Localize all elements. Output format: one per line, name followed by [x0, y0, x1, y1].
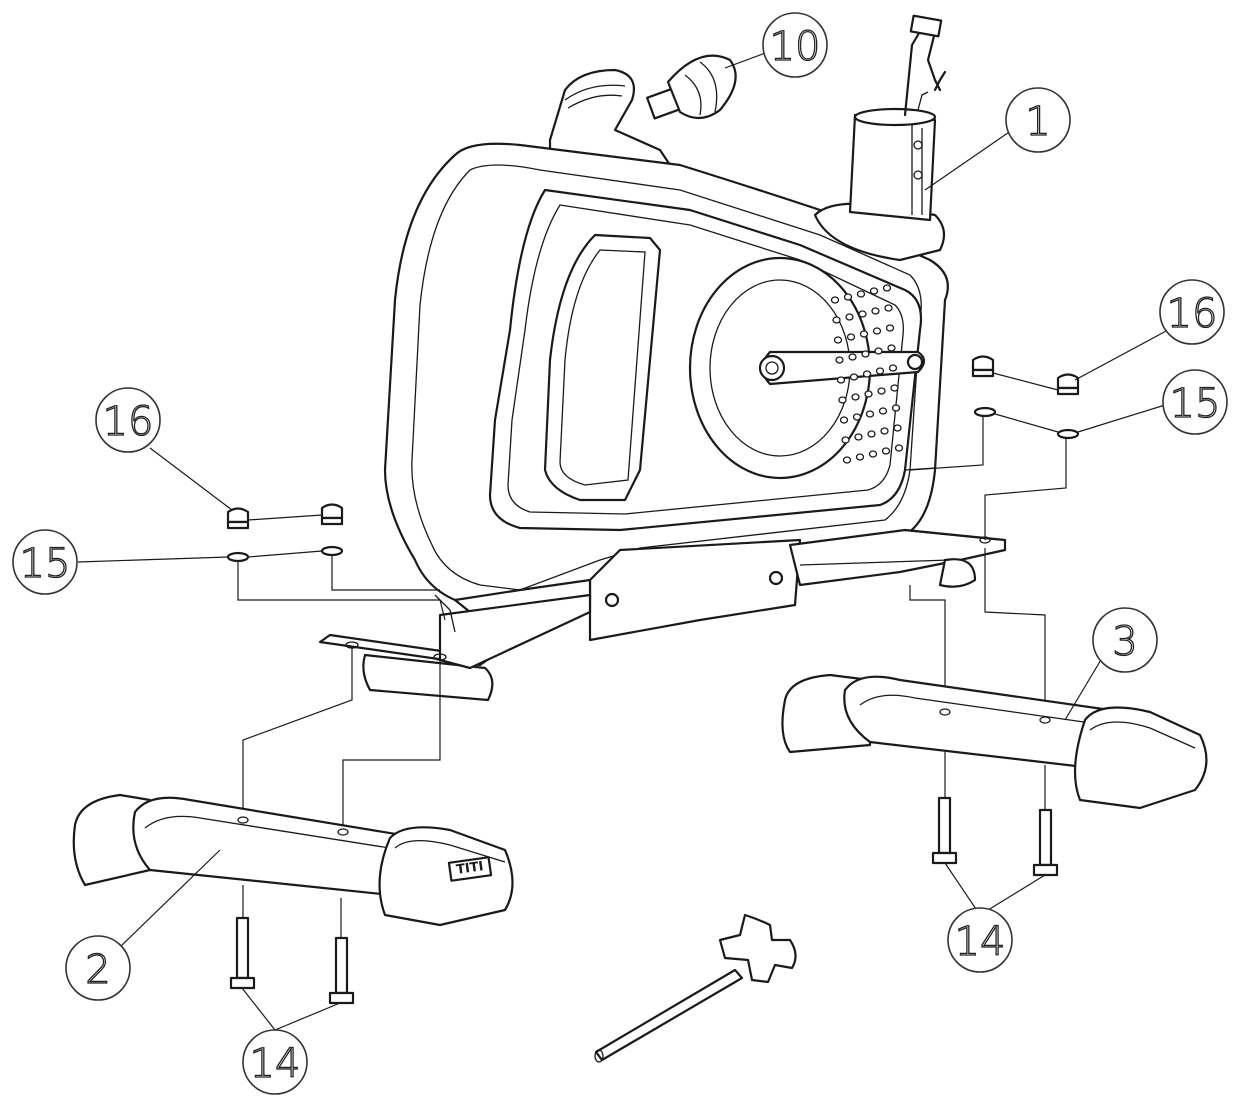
vent-hole [835, 356, 844, 364]
vent-hole [852, 413, 862, 421]
vent-hole [881, 447, 891, 455]
vent-hole [893, 424, 902, 432]
vent-hole [861, 350, 870, 358]
callout-1: 1 [1005, 87, 1071, 153]
vent-hole [851, 393, 860, 401]
callout-10: 10 [762, 12, 828, 78]
callout-3-label: 3 [1112, 619, 1137, 665]
vent-hole [868, 450, 878, 458]
bolts-right [931, 752, 1059, 877]
main-frame [318, 14, 1007, 702]
vent-hole [891, 404, 901, 412]
vent-hole [854, 433, 863, 441]
vent-hole [836, 376, 846, 384]
vent-hole [864, 390, 873, 398]
callout-15-right: 15 [1162, 369, 1228, 435]
vent-hole [865, 410, 875, 418]
callout-14-right-label: 14 [955, 919, 1006, 965]
callout-2: 2 [65, 935, 131, 1001]
callout-15-right-label: 15 [1170, 381, 1221, 427]
vent-hole [856, 290, 866, 298]
bolts-left [229, 885, 355, 1005]
vent-grille [830, 284, 904, 464]
callout-16-right-label: 16 [1167, 291, 1218, 337]
callout-16-left: 16 [95, 387, 161, 453]
vent-hole [888, 364, 898, 372]
callout-15-left: 15 [12, 529, 78, 595]
vent-hole [849, 373, 859, 381]
vent-hole [832, 316, 841, 324]
vent-hole [878, 407, 888, 415]
vent-hole [877, 387, 886, 395]
vent-hole [875, 367, 885, 375]
vent-hole [887, 344, 896, 352]
vent-hole [859, 330, 869, 338]
vent-hole [848, 353, 857, 361]
vent-hole [842, 456, 852, 464]
vent-hole [843, 293, 853, 301]
vent-hole [830, 296, 840, 304]
vent-hole [833, 336, 843, 344]
vent-hole [885, 324, 895, 332]
vent-hole [855, 453, 865, 461]
callout-16-right: 16 [1159, 279, 1225, 345]
callout-2-label: 2 [85, 947, 110, 993]
vent-hole [884, 304, 893, 312]
callout-14-left: 14 [242, 1029, 308, 1095]
vent-hole [846, 333, 856, 341]
callout-14-right: 14 [947, 907, 1013, 973]
vent-hole [869, 287, 879, 295]
vent-hole [839, 416, 849, 424]
vent-hole [862, 370, 872, 378]
stabilizer-logo: TITI [455, 859, 484, 878]
callout-10-label: 10 [770, 24, 821, 70]
vent-hole [871, 307, 880, 315]
vent-hole [872, 327, 882, 335]
rear-stabilizer [781, 673, 1208, 810]
vent-hole [890, 384, 899, 392]
wrench-tool [594, 913, 797, 1063]
seat-post-tube [813, 14, 947, 262]
vent-hole [838, 396, 847, 404]
callout-1-label: 1 [1025, 99, 1050, 145]
vent-hole [874, 347, 883, 355]
callout-3: 3 [1092, 607, 1158, 673]
callout-15-left-label: 15 [20, 541, 71, 587]
tension-knob [646, 54, 737, 120]
vent-hole [880, 427, 889, 435]
vent-hole [845, 313, 854, 321]
vent-hole [882, 284, 892, 292]
vent-hole [867, 430, 876, 438]
vent-hole [841, 436, 850, 444]
vent-hole [894, 444, 904, 452]
left-hardware [226, 503, 446, 828]
callout-16-left-label: 16 [103, 399, 154, 445]
vent-hole [858, 310, 867, 318]
callout-14-left-label: 14 [250, 1041, 301, 1087]
front-stabilizer: TITI [72, 793, 514, 927]
